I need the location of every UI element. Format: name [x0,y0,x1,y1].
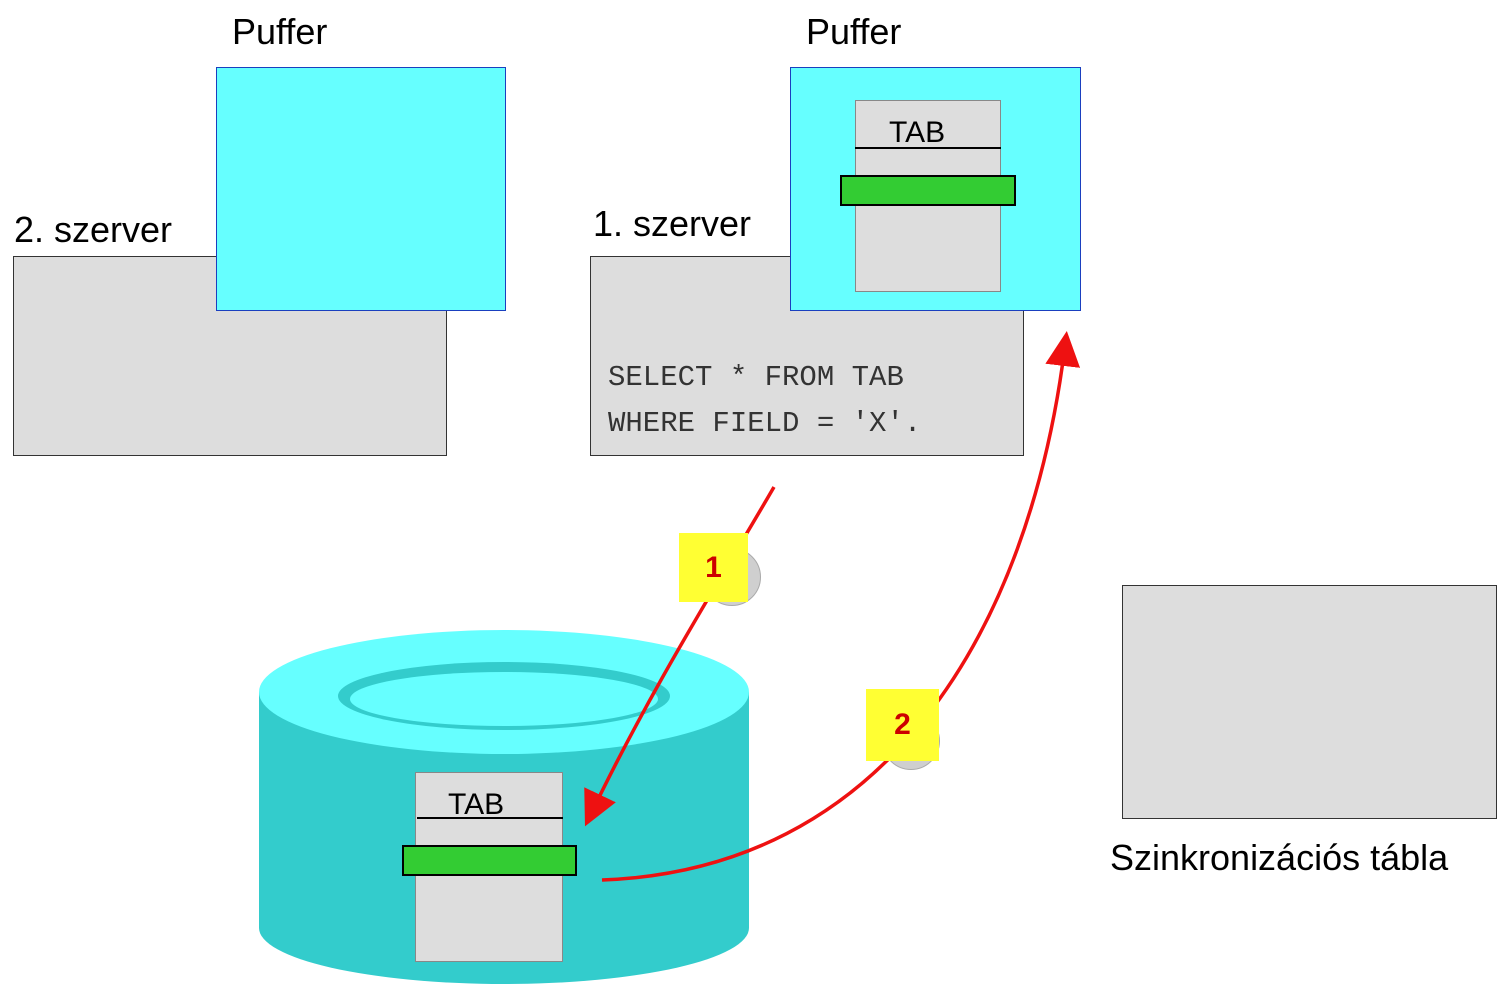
sync-table-label: Szinkronizációs tábla [1110,837,1449,878]
server1-buffer-label: Puffer [806,11,902,52]
server2-label: 2. szerver [14,209,173,250]
server2-buffer [216,67,506,311]
sql-line-1: SELECT * FROM TAB [608,361,904,394]
sync-table-box [1122,585,1497,819]
step-1-badge: 1 [679,533,748,602]
buffer-table-rule [855,147,1001,149]
step-2-badge: 2 [866,689,939,761]
arrow-query-to-database [584,486,776,827]
database-table-title: TAB [448,788,505,821]
sql-line-2: WHERE FIELD = 'X'. [608,407,922,440]
buffer-table-record [840,175,1016,206]
database-table-record [402,845,577,876]
database-table-rule [417,817,563,819]
server2-buffer-label: Puffer [232,11,328,52]
server1-label: 1. szerver [593,203,752,244]
arrow-database-to-buffer [601,331,1081,882]
buffer-table-title: TAB [889,116,946,149]
